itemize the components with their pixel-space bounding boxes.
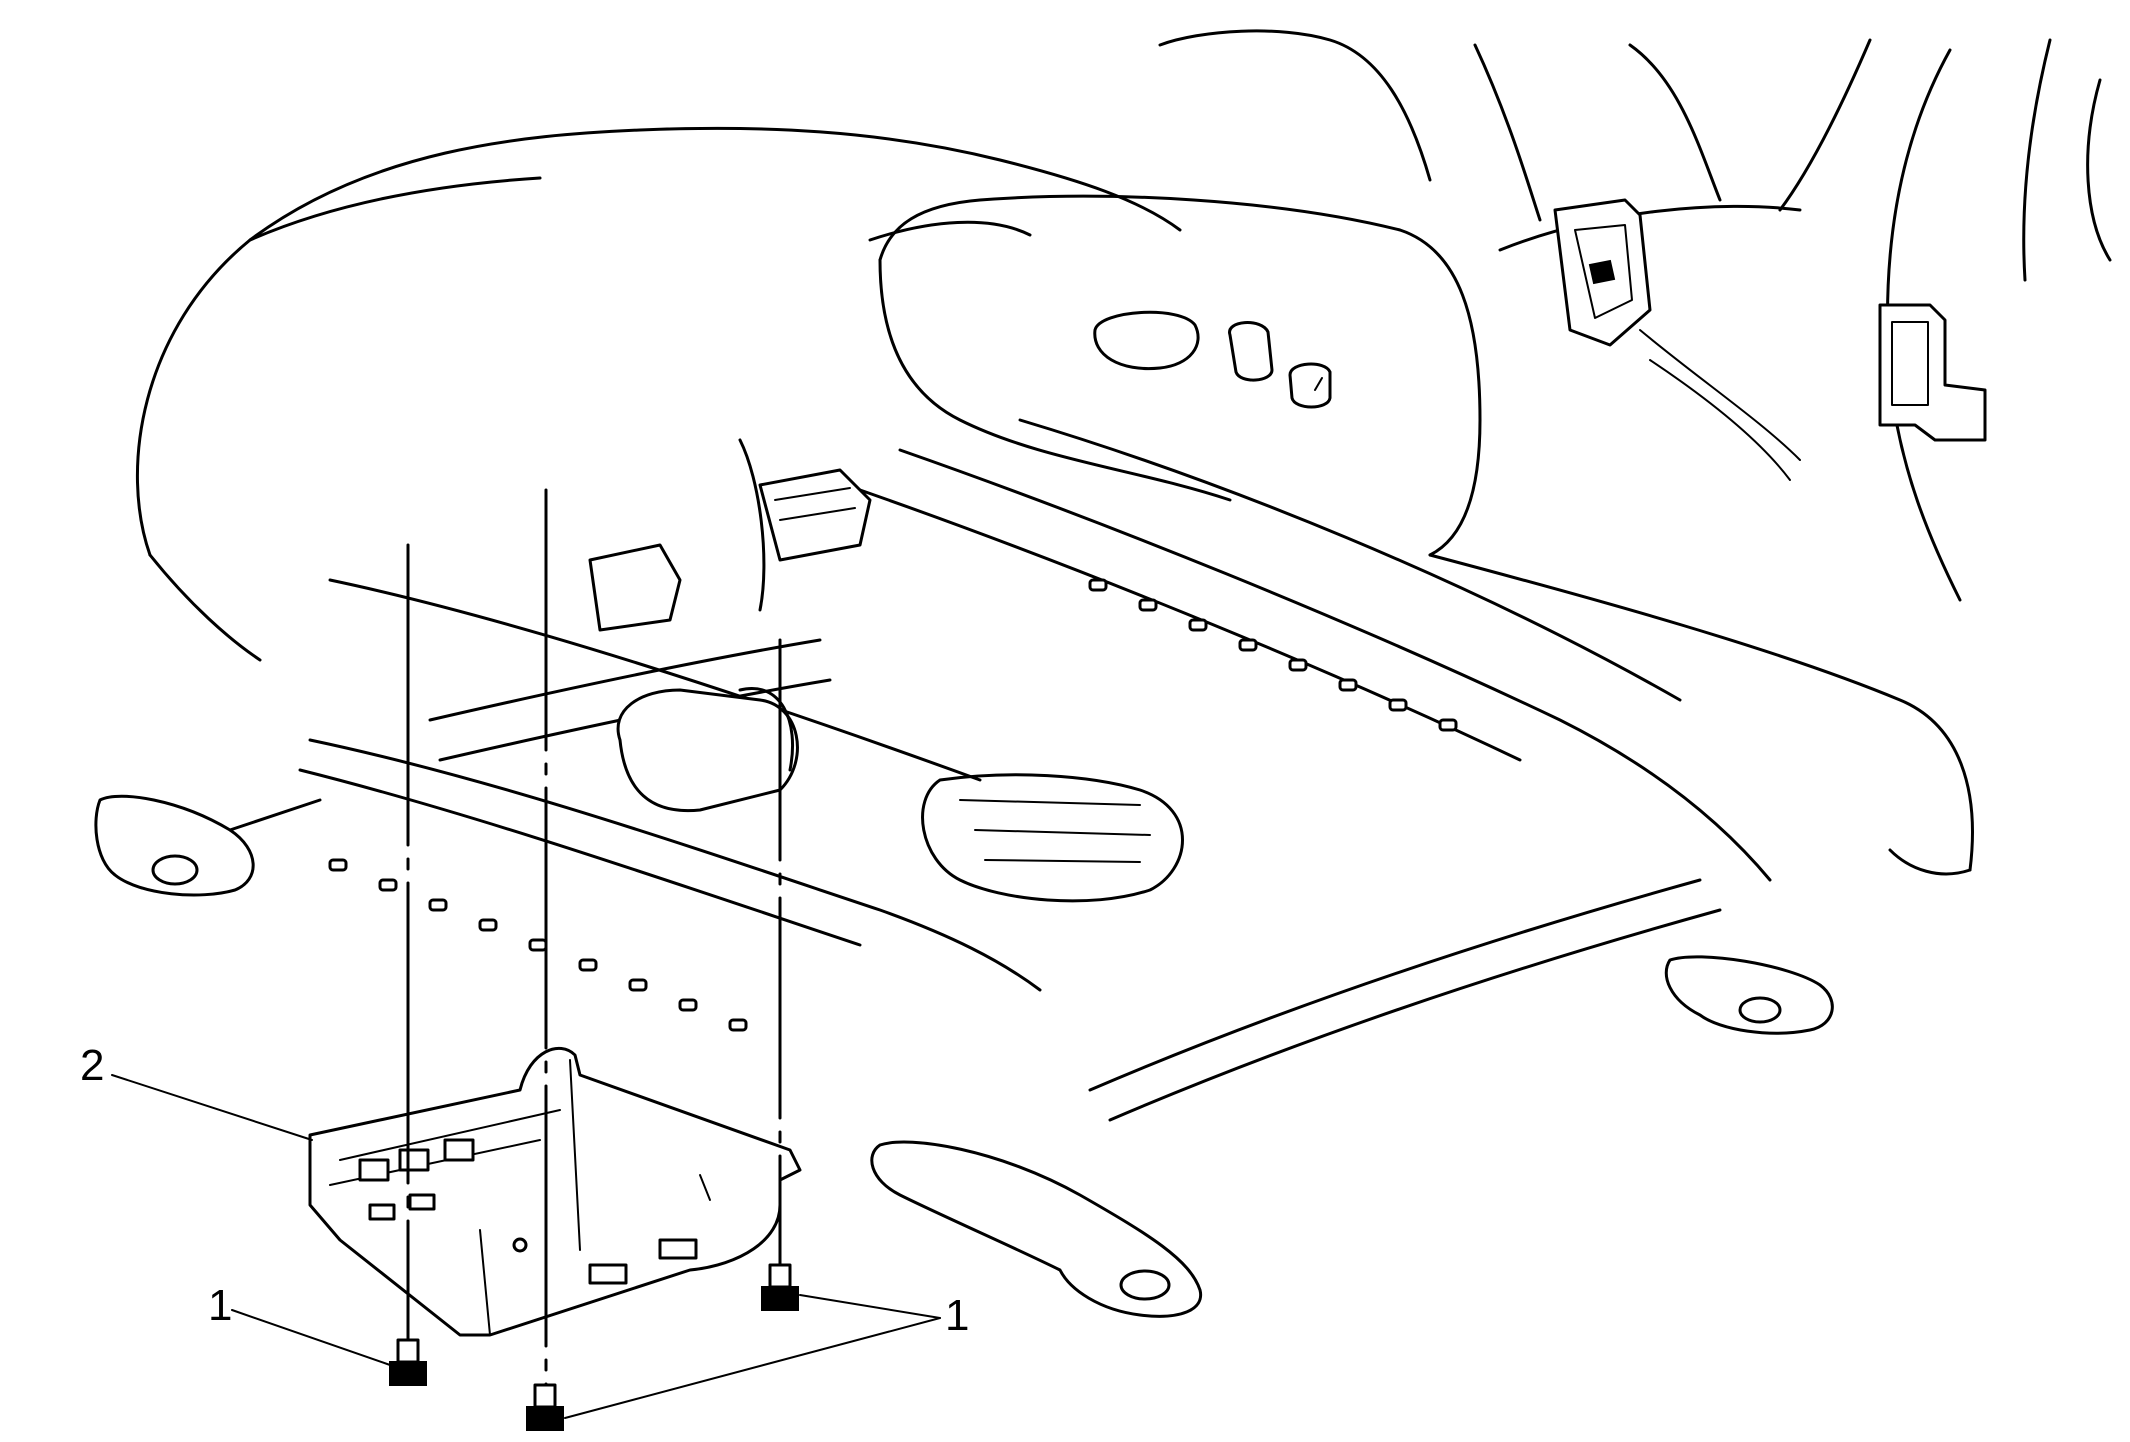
seat-back (1158, 29, 2112, 602)
track-slots (328, 578, 1458, 1032)
leader-lines (111, 1074, 941, 1419)
bolt-right (761, 1263, 799, 1311)
module-cover (308, 1046, 802, 1337)
bolt-center (526, 1383, 564, 1431)
callout-2: 2 (80, 1041, 104, 1090)
alignment-lines (406, 488, 782, 1387)
seat-cushion (136, 126, 1974, 876)
bolt-left (389, 1338, 427, 1386)
seat-frame (94, 418, 1834, 1318)
callout-1-left: 1 (208, 1281, 232, 1330)
callout-1-right: 1 (945, 1291, 969, 1340)
